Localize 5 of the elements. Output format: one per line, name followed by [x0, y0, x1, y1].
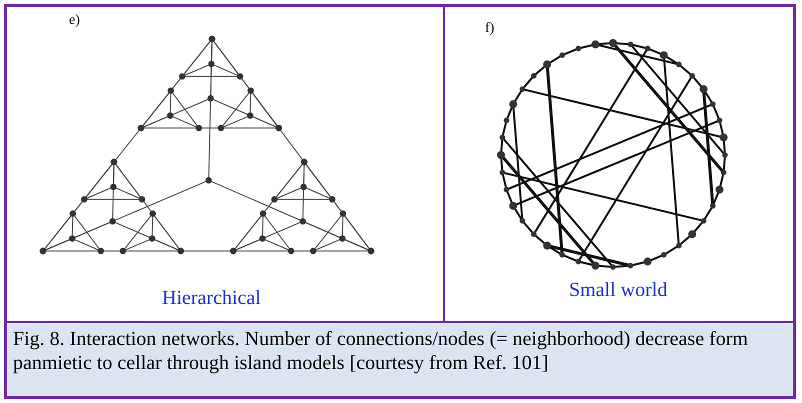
panel-title: Hierarchical: [162, 287, 261, 310]
panel-title: Small world: [569, 279, 668, 302]
figure-caption: Fig. 8. Interaction networks. Number of connections/nodes (= neighborhood) decrease form panmietic to cellar through island models [courtesy from Ref. 101]: [13, 327, 749, 375]
panel-label: f): [485, 21, 494, 37]
panel-label: e): [69, 13, 80, 29]
